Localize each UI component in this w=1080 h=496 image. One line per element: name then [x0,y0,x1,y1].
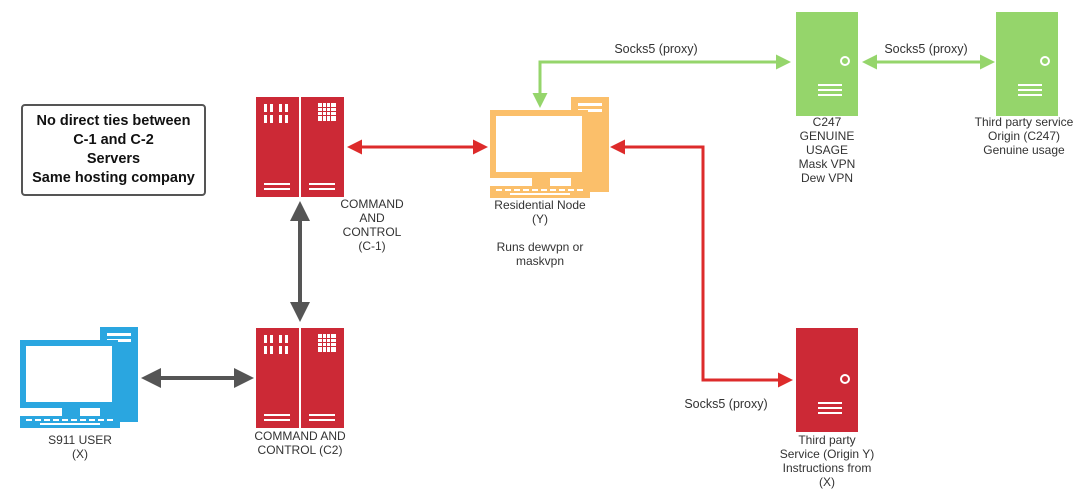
c247-server-tower-icon [796,12,858,116]
third-party-bottom-label: Third party Service (Origin Y) Instructi… [779,433,875,489]
residential-thirdparty-arrow [610,139,793,388]
third-party-top-label: Third party service Origin (C247) Genuin… [974,115,1074,157]
socks-proxy-label-bottom: Socks5 (proxy) [684,397,768,411]
residential-label: Residential Node (Y) Runs dewvpn or mask… [494,198,586,268]
note-line: Same hosting company [32,170,195,186]
user-computer-icon [20,327,138,428]
third-party-bottom-server-tower-icon [796,328,858,432]
note-line: No direct ties between [36,113,191,129]
residential-computer-icon [490,97,609,198]
c2-server-rack-icon [256,328,344,428]
note-box: No direct ties between C-1 and C-2 Serve… [21,104,206,196]
c2-label: COMMAND AND CONTROL (C2) [254,429,346,457]
c1-label: COMMAND AND CONTROL (C-1) [340,197,404,253]
note-line: C-1 and C-2 [73,132,154,148]
c247-label: C247 GENUINE USAGE Mask VPN Dew VPN [798,115,856,185]
socks-proxy-label-right: Socks5 (proxy) [884,42,968,56]
residential-c247-arrow [532,54,791,108]
socks-proxy-label-top: Socks5 (proxy) [614,42,698,56]
third-party-top-server-tower-icon [996,12,1058,116]
user-label: S911 USER (X) [48,433,112,461]
c1-server-rack-icon [256,97,344,197]
note-line: Servers [86,151,141,167]
